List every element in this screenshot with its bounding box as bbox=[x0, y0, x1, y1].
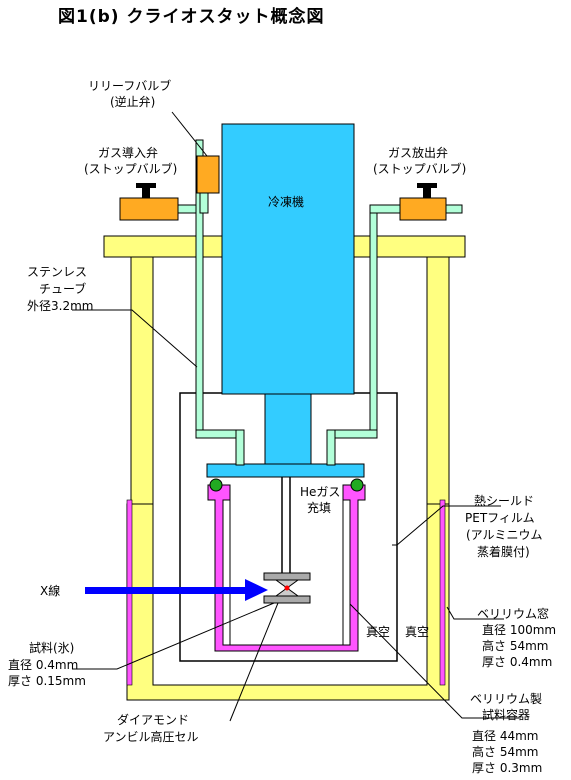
container-outline bbox=[229, 492, 344, 646]
stainless-tube-label-1: ステンレス bbox=[27, 265, 87, 279]
he-gas-label-2: 充填 bbox=[307, 500, 331, 515]
vacuum-inner-label: 真空 bbox=[366, 625, 390, 639]
sample-label-1: 試料(氷) bbox=[29, 640, 74, 655]
gas-outlet-label-2: (ストップバルブ) bbox=[373, 161, 466, 176]
sample-label-3: 厚さ 0.15mm bbox=[8, 674, 86, 688]
gas-inlet-valve bbox=[119, 183, 179, 221]
gas-outlet-label-1: ガス放出弁 bbox=[388, 145, 448, 160]
vacuum-outer-label: 真空 bbox=[405, 625, 429, 639]
be-window-label-4: 厚さ 0.4mm bbox=[482, 655, 552, 669]
sample-rod bbox=[281, 477, 291, 573]
gas-inlet-label-1: ガス導入弁 bbox=[98, 145, 158, 160]
xray-label: X線 bbox=[40, 583, 60, 598]
relief-valve-label-2: (逆止弁) bbox=[110, 94, 155, 109]
be-container-label-2: 試料容器 bbox=[482, 707, 530, 722]
heat-shield-label-2: PETフィルム bbox=[465, 511, 535, 525]
o-ring-left bbox=[209, 478, 223, 492]
gas-inlet-label-2: (ストップバルブ) bbox=[84, 161, 177, 176]
sample-label-2: 直径 0.4mm bbox=[8, 658, 78, 672]
be-container-label-4: 高さ 54mm bbox=[472, 744, 538, 759]
xray-arrow bbox=[85, 579, 268, 601]
be-container-label-3: 直径 44mm bbox=[472, 729, 538, 743]
be-window-label-3: 高さ 54mm bbox=[482, 638, 548, 653]
o-ring-right bbox=[350, 478, 364, 492]
stainless-tube-label-3: 外径3.2mm bbox=[27, 299, 93, 313]
dac-label-2: アンビル高圧セル bbox=[103, 729, 199, 744]
page-title: 図1(b) クライオスタット概念図 bbox=[58, 7, 325, 27]
heat-shield-label-1: 熱シールド bbox=[474, 494, 534, 508]
be-container-label-1: ベリリウム製 bbox=[470, 692, 542, 706]
leader-lines bbox=[72, 111, 519, 722]
dac-label-1: ダイアモンド bbox=[117, 712, 189, 727]
be-sample-container bbox=[207, 484, 366, 652]
sample-dot bbox=[284, 585, 290, 591]
refrigerator bbox=[206, 123, 365, 478]
be-window-label-2: 直径 100mm bbox=[482, 623, 556, 637]
heat-shield-label-4: 蒸着膜付) bbox=[477, 544, 530, 559]
be-window-right bbox=[439, 499, 446, 686]
heat-shield-label-3: (アルミニウム bbox=[466, 528, 543, 542]
be-window-label-1: ベリリウム窓 bbox=[477, 606, 549, 621]
refrigerator-label: 冷凍機 bbox=[268, 194, 304, 209]
be-container-label-5: 厚さ 0.3mm bbox=[472, 761, 542, 775]
stainless-tube-label-2: チューブ bbox=[39, 281, 86, 296]
diamond-anvil-cell bbox=[263, 572, 311, 604]
gas-outlet-valve bbox=[399, 183, 447, 221]
container-inner bbox=[230, 492, 343, 645]
he-gas-label-1: Heガス bbox=[300, 485, 340, 499]
relief-valve bbox=[196, 155, 220, 194]
relief-valve-label-1: リリーフバルブ bbox=[88, 78, 171, 93]
